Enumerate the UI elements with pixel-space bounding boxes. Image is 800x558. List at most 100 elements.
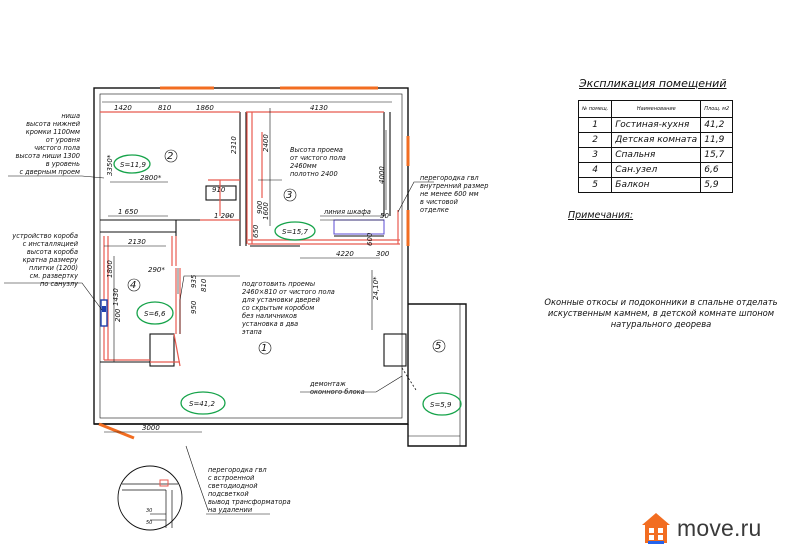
svg-text:ниша: ниша (61, 112, 80, 120)
svg-text:для установки дверей: для установки дверей (241, 296, 321, 304)
leader-lines (4, 175, 434, 511)
svg-text:в уровень: в уровень (46, 160, 80, 168)
detail-dim-50: 50 (146, 520, 152, 526)
header-num: № помещ. (577, 100, 613, 118)
annotation-opening: Высота проема от чистого пола 2460мм пол… (290, 146, 346, 178)
dim-1860: 1860 (196, 104, 214, 112)
svg-text:устройство короба: устройство короба (11, 232, 78, 240)
dim-950: 950 (190, 300, 198, 314)
svg-text:подготовить проемы: подготовить проемы (242, 280, 315, 288)
dim-810v: 810 (200, 278, 208, 292)
svg-text:с встроенной: с встроенной (208, 474, 255, 482)
house-icon (642, 513, 670, 544)
dim-4220: 4220 (336, 250, 354, 258)
plumbing-mark (102, 306, 106, 312)
room-5-number: 5 (435, 341, 441, 352)
svg-text:отделке: отделке (420, 206, 449, 214)
move-ru-logo[interactable]: move.ru (640, 509, 790, 549)
area-room-4: S=6,6 (144, 310, 166, 318)
new-partitions (100, 111, 400, 367)
dim-600: 600 (366, 232, 374, 246)
detail-circle (117, 465, 183, 531)
room-3-number: 3 (286, 190, 292, 201)
annotation-wardrobe: линия шкафа (323, 208, 371, 216)
area-labels: S=11,9 S=15,7 S=6,6 S=41,2 S=5,9 (113, 154, 462, 416)
dim-4130: 4130 (310, 104, 328, 112)
explication-header: № помещ. Наименование Площ. м2 (577, 100, 734, 118)
annotation-gkl-wall: перегородка гвл внутренний размер не мен… (420, 174, 488, 214)
room-1-number: 1 (261, 343, 267, 354)
svg-text:светодиодной: светодиодной (208, 482, 258, 490)
dim-1650: 1 650 (118, 208, 139, 216)
svg-text:кромки 1100мм: кромки 1100мм (26, 128, 80, 136)
svg-text:перегородка гвл: перегородка гвл (208, 466, 267, 474)
dim-935: 935 (190, 274, 198, 288)
svg-text:перегородка гвл: перегородка гвл (420, 174, 479, 182)
svg-text:чистого пола: чистого пола (34, 144, 80, 152)
dim-2800: 2800* (140, 174, 162, 182)
notes-text: Оконные откосы и подоконники в спальне о… (544, 297, 778, 329)
explication-table: № помещ. Наименование Площ. м2 1 Гостина… (577, 100, 734, 193)
dim-290: 290* (148, 266, 165, 274)
svg-text:высота ниши 1300: высота ниши 1300 (15, 152, 80, 160)
area-room-3: S=15,7 (282, 228, 308, 236)
dim-810: 810 (158, 104, 172, 112)
svg-text:по санузлу: по санузлу (40, 280, 78, 288)
svg-text:вывод трансформатора: вывод трансформатора (208, 498, 291, 506)
table-row: 5 Балкон 5,9 (577, 177, 734, 193)
area-room-1: S=41,2 (189, 400, 215, 408)
header-name: Наименование (611, 100, 702, 118)
dim-1420: 1420 (114, 104, 132, 112)
plumbing-box (100, 299, 108, 327)
annotation-doors: подготовить проемы 2460×810 от чистого п… (241, 280, 335, 336)
svg-text:не менее 600 мм: не менее 600 мм (420, 190, 479, 198)
dim-2400: 2400 (262, 134, 270, 152)
svg-text:плитки (1200): плитки (1200) (29, 264, 78, 272)
explication-title: Экспликация помещений (579, 77, 727, 90)
svg-text:2460×810 от чистого пола: 2460×810 от чистого пола (242, 288, 335, 296)
dim-3000: 3000 (142, 424, 160, 432)
dim-1200: 1 200 (214, 212, 235, 220)
svg-text:оконного блока: оконного блока (310, 388, 365, 396)
room-numbers: 2 3 4 1 5 (127, 149, 446, 355)
svg-text:со скрытым коробом: со скрытым коробом (242, 304, 314, 312)
dimension-labels: 1420 810 1860 4130 2800* 1 650 910 1 200… (106, 104, 390, 432)
exterior-walls (93, 87, 467, 447)
annotation-dismantle: демонтаж оконного блока (309, 380, 365, 396)
svg-text:кратна размеру: кратна размеру (23, 256, 78, 264)
svg-text:с дверным проем: с дверным проем (19, 168, 80, 176)
header-area: Площ. м2 (700, 100, 734, 118)
dim-300: 300 (376, 250, 390, 258)
svg-text:без наличников: без наличников (242, 312, 297, 320)
dim-4000: 4000 (378, 166, 386, 184)
svg-text:Высота проема: Высота проема (290, 146, 343, 154)
notes-title: Примечания: (568, 210, 634, 221)
svg-text:от уровня: от уровня (46, 136, 80, 144)
logo-text: move.ru (677, 515, 762, 541)
dismantle-dash (401, 367, 417, 391)
dim-1800: 1800 (106, 260, 114, 278)
dim-900: 900 (256, 200, 264, 214)
dim-910: 910 (212, 186, 226, 194)
svg-text:установка в два: установка в два (241, 320, 298, 328)
dim-2130: 2130 (128, 238, 146, 246)
svg-text:этапа: этапа (242, 328, 262, 336)
svg-text:подсветкой: подсветкой (208, 490, 249, 498)
svg-text:на удалении: на удалении (208, 506, 253, 514)
wardrobe (320, 219, 385, 235)
annotation-niche: ниша высота нижней кромки 1100мм от уров… (15, 112, 80, 176)
table-row: 3 Спальня 15,7 (577, 147, 734, 163)
svg-text:в чистовой: в чистовой (420, 198, 459, 206)
dim-2410: 24,10* (372, 276, 380, 300)
room-2-number: 2 (167, 151, 173, 162)
annotation-gkl-light: перегородка гвл с встроенной светодиодно… (208, 466, 291, 514)
area-room-2: S=11,9 (120, 161, 146, 169)
svg-text:с инсталляцией: с инсталляцией (23, 240, 79, 248)
interior-walls (100, 112, 407, 367)
svg-text:высота короба: высота короба (27, 248, 78, 256)
dim-1600: 1600 (262, 202, 270, 220)
room-4-number: 4 (130, 280, 136, 291)
svg-text:полотно 2400: полотно 2400 (290, 170, 338, 178)
dim-2310: 2310 (230, 136, 238, 154)
dimension-lines (102, 101, 392, 433)
